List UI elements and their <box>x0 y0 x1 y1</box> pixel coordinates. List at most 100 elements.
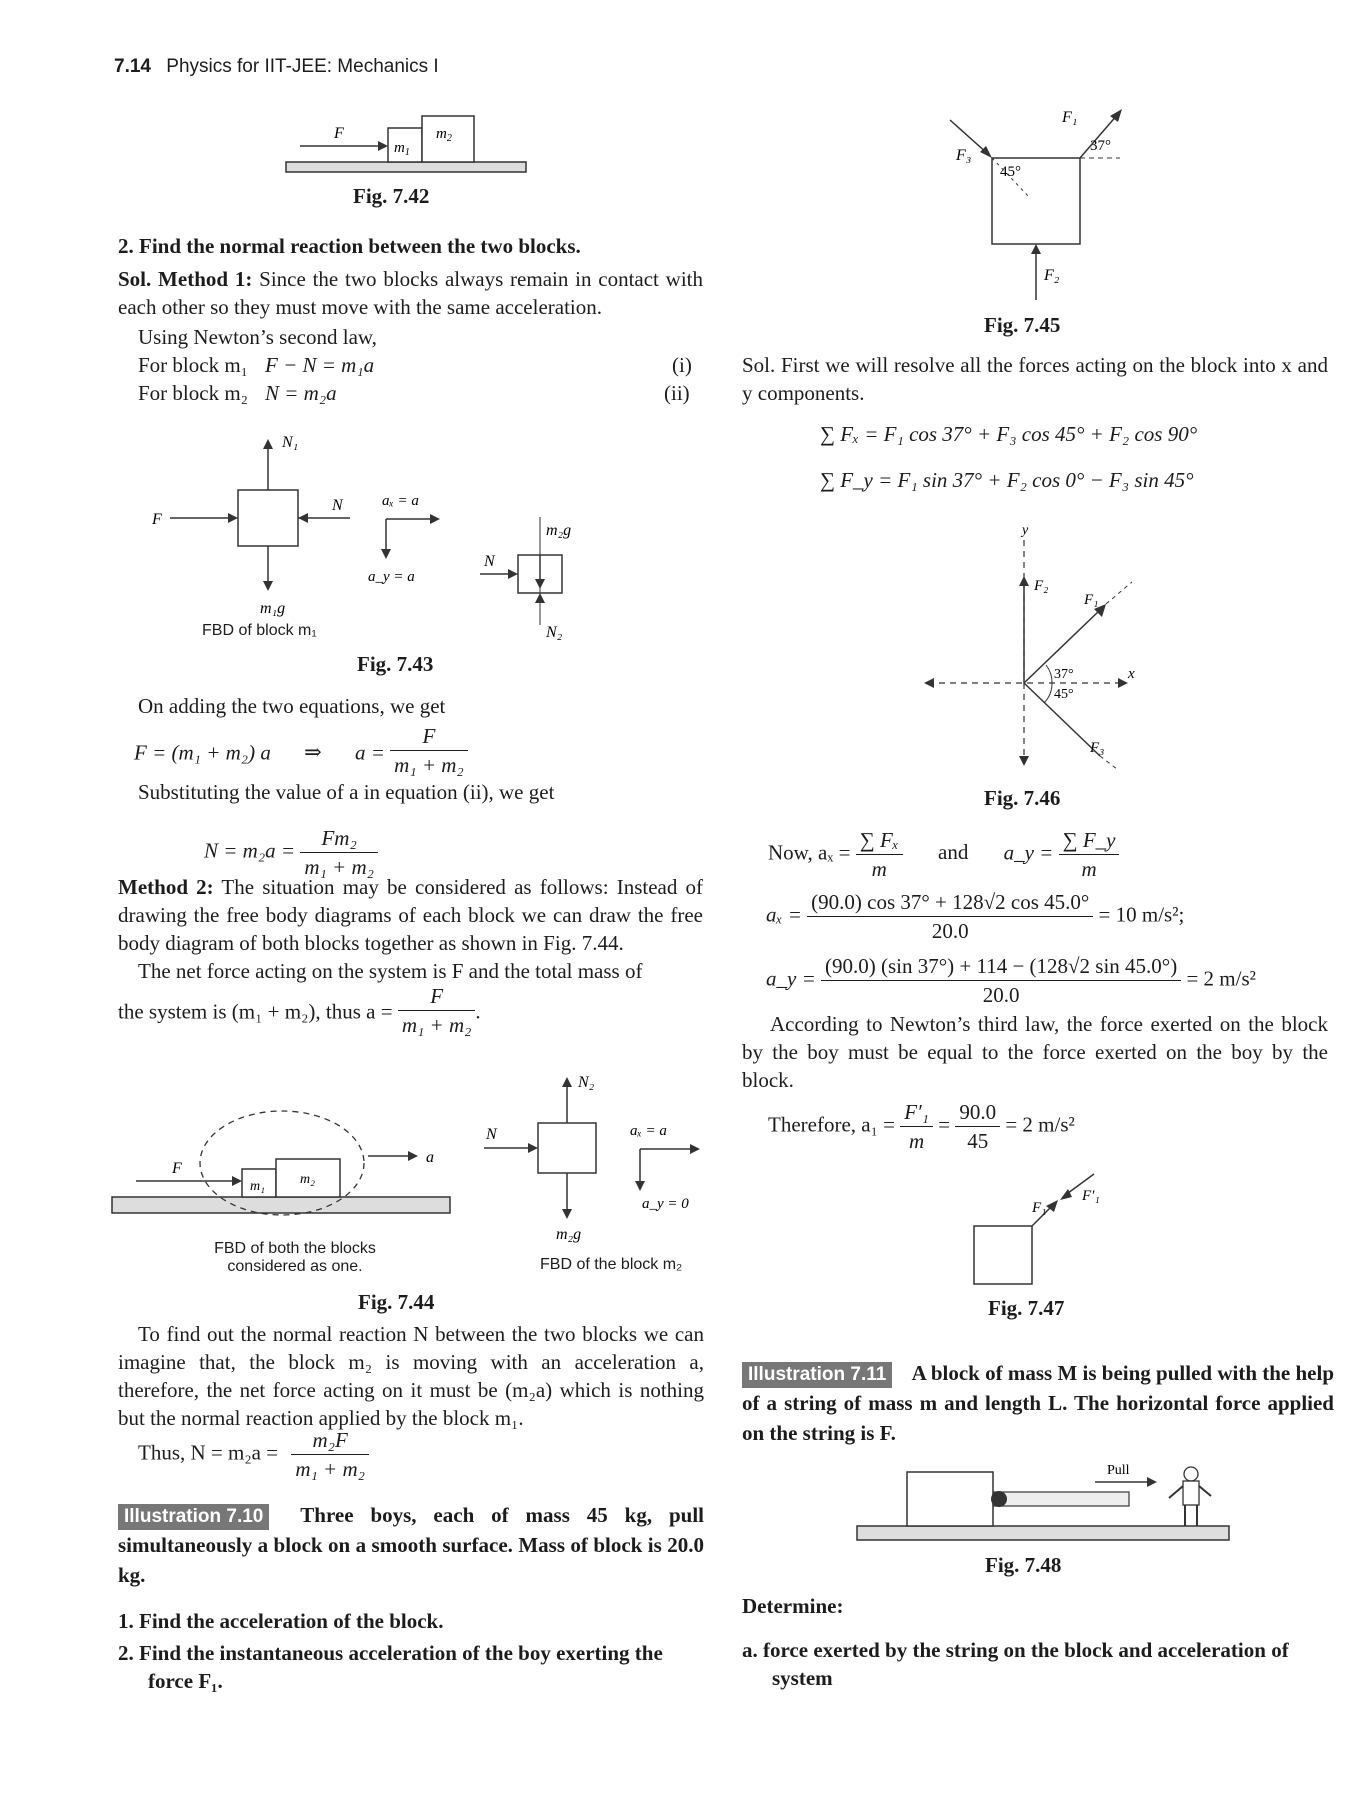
svg-text:m₂: m₂ <box>300 1172 315 1187</box>
fig-7-44-caption: Fig. 7.44 <box>358 1290 435 1314</box>
svg-text:N: N <box>331 497 344 514</box>
sol-paragraph: Sol. First we will resolve all the force… <box>742 353 1328 405</box>
svg-text:F₃: F₃ <box>1089 740 1104 756</box>
svg-text:F₂: F₂ <box>1033 578 1048 594</box>
fig744-ground <box>111 1196 451 1214</box>
block-m2 <box>421 115 475 163</box>
fig-7-42-diagram: F m1 m2 <box>285 115 527 173</box>
illustration-7-11: Illustration 7.11 A block of mass M is b… <box>742 1361 1335 1445</box>
eq1: F − N = m₁a <box>265 353 375 377</box>
determine-head: Determine: <box>742 1594 844 1618</box>
third-law-paragraph: According to Newton’s third law, the for… <box>742 1012 1328 1092</box>
svg-text:N₂: N₂ <box>545 624 563 641</box>
eq2: N = m₂a <box>265 381 337 405</box>
method1-paragraph: Sol. Method 1: Since the two blocks alwa… <box>118 267 704 319</box>
book-title: Physics for IIT-JEE: Mechanics I <box>166 56 439 77</box>
sum-fx: ∑ Fₓ = F₁ cos 37° + F₃ cos 45° + F₂ cos … <box>820 422 1198 446</box>
eq1-label: For block m₁ <box>138 353 248 377</box>
svg-text:F₁: F₁ <box>1061 109 1077 126</box>
svg-text:F′₁: F′₁ <box>1081 1188 1100 1204</box>
svg-text:N₁: N₁ <box>281 434 298 451</box>
svg-text:45°: 45° <box>1054 687 1074 702</box>
svg-text:F₁: F₁ <box>1083 592 1098 608</box>
svg-text:Pull: Pull <box>1107 1463 1130 1478</box>
fig-7-48-diagram: Pull <box>856 1463 1230 1541</box>
fig-7-46-caption: Fig. 7.46 <box>984 786 1061 810</box>
fig-7-42-caption: Fig. 7.42 <box>353 184 430 208</box>
string <box>992 1491 1130 1507</box>
fig-7-43-diagram: N₁ F N m₁g aₓ = a a_y = a m₂g N N₂ <box>151 434 571 641</box>
determine-a: a. force exerted by the string on the bl… <box>742 1638 1289 1690</box>
fbd-m1-label: FBD of block m₁ <box>202 622 317 639</box>
illustration-7-10-badge: Illustration 7.10 <box>118 1504 270 1530</box>
fig-7-44-diagram: F a m₁ m₂ N₂ N m₂g aₓ = a a_y = 0 <box>111 1074 700 1243</box>
ill710-q1: 1. Find the acceleration of the block. <box>118 1609 444 1633</box>
method2-net: The net force acting on the system is F … <box>138 959 643 983</box>
illustration-7-11-badge: Illustration 7.11 <box>742 1362 893 1388</box>
eq1-tag: (i) <box>672 353 692 377</box>
normal-reaction-paragraph: To find out the normal reaction N betwee… <box>118 1322 704 1430</box>
fig745-block <box>991 157 1081 245</box>
svg-text:N: N <box>483 553 496 570</box>
fig-7-45-diagram: F₁ 37° F₃ 45° F₂ <box>949 109 1122 300</box>
system-boundary <box>199 1110 365 1216</box>
svg-text:N: N <box>485 1126 498 1143</box>
svg-text:F₁: F₁ <box>1031 1200 1046 1216</box>
fig-7-47-caption: Fig. 7.47 <box>988 1296 1065 1320</box>
svg-text:x: x <box>1127 666 1135 682</box>
svg-text:aₓ = a: aₓ = a <box>630 1123 667 1139</box>
svg-text:a: a <box>426 1149 434 1166</box>
svg-text:F₂: F₂ <box>1043 267 1060 284</box>
page-header: 7.14 Physics for IIT-JEE: Mechanics I <box>114 56 439 78</box>
svg-text:37°: 37° <box>1090 138 1111 154</box>
fig-7-46-diagram: y x F₂ F₁ F₃ 37° 45° <box>924 523 1135 770</box>
ground-surface <box>285 161 527 173</box>
ay-calc: a_y = (90.0) (sin 37°) + 114 − (128√2 si… <box>766 954 1256 1007</box>
subst-text: Substituting the value of a in equation … <box>138 780 555 804</box>
fbd-m2-label: FBD of the block m₂ <box>540 1256 683 1273</box>
eq2-tag: (ii) <box>664 381 690 405</box>
svg-text:45°: 45° <box>1000 164 1021 180</box>
question-2: 2. Find the normal reaction between the … <box>118 234 581 258</box>
svg-text:37°: 37° <box>1054 667 1074 682</box>
svg-text:m₁: m₁ <box>250 1179 265 1194</box>
svg-text:y: y <box>1020 523 1029 538</box>
fig-7-43-caption: Fig. 7.43 <box>357 652 434 676</box>
svg-text:F₃: F₃ <box>955 147 971 164</box>
block-m1 <box>387 127 423 163</box>
svg-text:a_y = a: a_y = a <box>368 569 415 585</box>
method1-lead: Sol. Method 1: <box>118 267 253 291</box>
page-number: 7.14 <box>114 56 151 77</box>
boy-icon <box>1183 1466 1199 1482</box>
adding-text: On adding the two equations, we get <box>138 694 446 718</box>
method2-paragraph: Method 2: The situation may be considere… <box>118 875 703 955</box>
newton-line: Using Newton’s second law, <box>138 325 377 349</box>
svg-text:F: F <box>171 1160 182 1177</box>
fig748-ground <box>856 1525 1230 1541</box>
svg-text:m₂g: m₂g <box>546 522 571 539</box>
svg-text:m1: m1 <box>394 140 410 158</box>
svg-text:aₓ = a: aₓ = a <box>382 493 419 509</box>
svg-text:N₂: N₂ <box>577 1074 595 1091</box>
label-F: F <box>333 125 344 142</box>
fbd-m1-block <box>237 489 299 547</box>
svg-text:m₂g: m₂g <box>556 1226 581 1243</box>
svg-text:F: F <box>151 511 162 528</box>
svg-text:a_y = 0: a_y = 0 <box>642 1196 689 1212</box>
fig-7-47-diagram: F₁ F′₁ <box>973 1173 1100 1285</box>
eq2-label: For block m₂ <box>138 381 248 405</box>
ax-calc: aₓ = (90.0) cos 37° + 128√2 cos 45.0°20.… <box>766 890 1185 943</box>
sum-fy: ∑ F_y = F₁ sin 37° + F₂ cos 0° − F₃ sin … <box>820 468 1194 492</box>
svg-text:m₁g: m₁g <box>260 600 285 617</box>
svg-text:m2: m2 <box>436 126 452 144</box>
illustration-7-10: Illustration 7.10 Three boys, each of ma… <box>118 1503 705 1587</box>
ill710-q2: 2. Find the instantaneous acceleration o… <box>118 1641 663 1693</box>
string-end <box>991 1491 1007 1507</box>
